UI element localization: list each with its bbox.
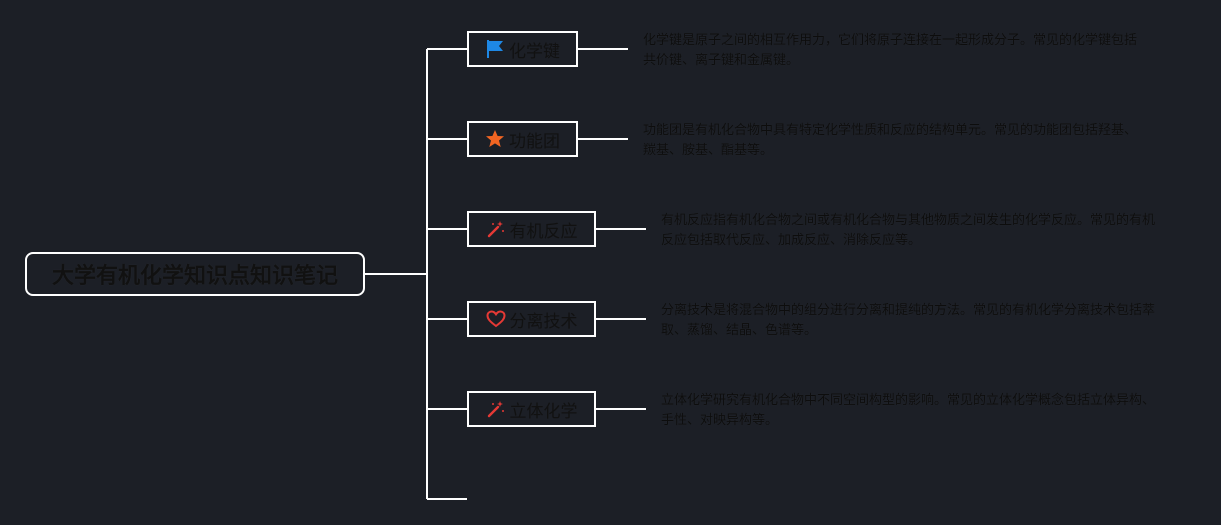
branch-label: 有机反应: [509, 221, 578, 242]
root-title: 大学有机化学知识点知识笔记: [51, 264, 338, 289]
root-topic[interactable]: 大学有机化学知识点知识笔记: [25, 252, 365, 296]
branch-description-organic-reaction: 有机反应指有机化合物之间或有机化合物与其他物质之间发生的化学反应。常见的有机反应…: [661, 213, 1156, 248]
branch-label: 化学键: [509, 41, 560, 62]
branch-node-stereochemistry[interactable]: 立体化学: [467, 391, 596, 427]
branch-label: 分离技术: [509, 311, 578, 332]
branch-label: 功能团: [509, 131, 560, 152]
branch-description-chemical-bond: 化学键是原子之间的相互作用力，它们将原子连接在一起形成分子。常见的化学键包括共价…: [643, 33, 1138, 68]
branch-node-chemical-bond[interactable]: 化学键: [467, 31, 578, 67]
branch-description-functional-group: 功能团是有机化合物中具有特定化学性质和反应的结构单元。常见的功能团包括羟基、羰基…: [643, 123, 1138, 158]
branch-label: 立体化学: [509, 401, 578, 422]
flag-icon: [485, 39, 505, 59]
branch-node-functional-group[interactable]: 功能团: [467, 121, 578, 157]
branch-node-organic-reaction[interactable]: 有机反应: [467, 211, 596, 247]
star-icon: [485, 129, 505, 149]
magic-wand-icon: [486, 219, 506, 239]
branch-node-separation-technique[interactable]: 分离技术: [467, 301, 596, 337]
branch-description-stereochemistry: 立体化学研究有机化合物中不同空间构型的影响。常见的立体化学概念包括立体异构、手性…: [661, 393, 1156, 428]
heart-icon: [485, 309, 506, 329]
magic-wand-icon: [486, 399, 506, 419]
branch-description-separation-technique: 分离技术是将混合物中的组分进行分离和提纯的方法。常见的有机化学分离技术包括萃取、…: [661, 303, 1156, 338]
